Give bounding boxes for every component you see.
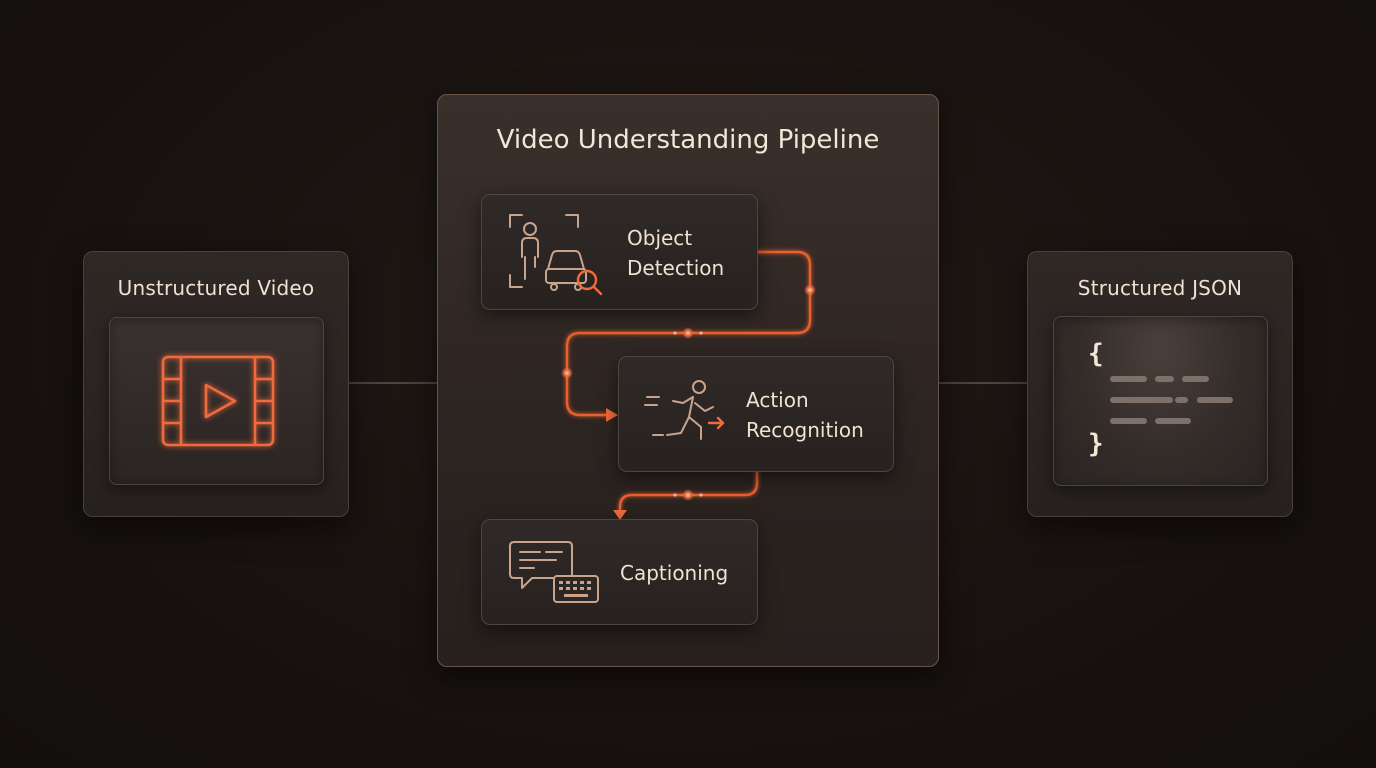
input-title: Unstructured Video [117,276,315,300]
stage-label-action-recognition: Action Recognition [746,385,864,445]
stage-label-line1: Action [746,388,809,412]
json-open-brace: { [1088,339,1104,369]
stage-label-line2: Detection [627,256,725,280]
stage-object-detection: Object Detection [481,194,758,310]
caption-keyboard-icon [509,541,599,603]
output-card: Structured JSON { } [1027,251,1293,517]
video-film-icon [161,355,275,447]
video-preview [109,317,324,485]
person-car-search-icon [509,214,603,296]
running-person-icon [644,380,725,440]
json-code-icon [1110,376,1233,424]
pipeline-title: Video Understanding Pipeline [496,125,880,155]
connector-input-pipeline [348,382,438,384]
output-title: Structured JSON [1077,276,1243,300]
json-close-brace: } [1088,429,1104,459]
input-card: Unstructured Video [83,251,349,517]
stage-label-object-detection: Object Detection [627,223,724,283]
stage-label-captioning: Captioning [620,561,729,585]
stage-captioning: Captioning [481,519,758,625]
stage-action-recognition: Action Recognition [618,356,894,472]
json-preview: { } [1053,316,1268,486]
stage-label-line1: Object [627,226,693,250]
connector-pipeline-output [938,382,1028,384]
stage-label-line2: Recognition [746,418,864,442]
